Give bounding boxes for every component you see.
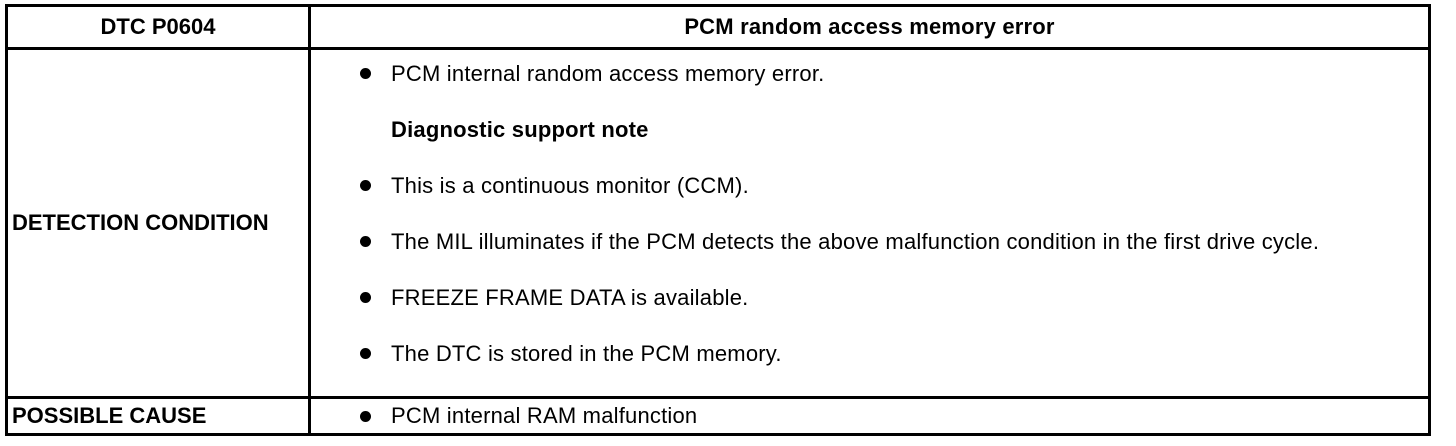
possible-cause-label: POSSIBLE CAUSE [12,403,207,428]
bullet-icon [360,60,391,79]
list-item: This is a continuous monitor (CCM). [360,172,1402,200]
list-item-text: PCM internal random access memory error. [391,61,825,86]
dtc-code: DTC P0604 [100,14,216,39]
bullet-icon [360,228,391,247]
dtc-table: DTC P0604 PCM random access memory error… [5,4,1431,436]
possible-cause-label-cell: POSSIBLE CAUSE [8,399,311,433]
list-item-text: Diagnostic support note [391,117,649,142]
list-item: PCM internal random access memory error. [360,60,1402,88]
bullet-icon [360,410,391,422]
list-item: The DTC is stored in the PCM memory. [360,340,1402,368]
list-item: FREEZE FRAME DATA is available. [360,284,1402,312]
list-item: The MIL illuminates if the PCM detects t… [360,228,1402,256]
list-item-heading: Diagnostic support note [360,116,1402,144]
detection-condition-content-cell: PCM internal random access memory error.… [311,50,1428,399]
list-item-text: FREEZE FRAME DATA is available. [391,285,749,310]
bullet-icon [360,340,391,359]
bullet-icon [360,172,391,191]
list-item: PCM internal RAM malfunction [360,402,697,430]
dtc-title: PCM random access memory error [684,14,1055,39]
dtc-title-cell: PCM random access memory error [311,7,1428,50]
list-item-text: This is a continuous monitor (CCM). [391,173,749,198]
possible-cause-content-cell: PCM internal RAM malfunction [311,399,1428,433]
dtc-code-cell: DTC P0604 [8,7,311,50]
detection-condition-label-cell: DETECTION CONDITION [8,50,311,399]
detection-condition-label: DETECTION CONDITION [12,210,269,235]
bullet-icon [360,284,391,303]
list-item-text: PCM internal RAM malfunction [391,403,698,428]
list-item-text: The DTC is stored in the PCM memory. [391,341,782,366]
list-item-text: The MIL illuminates if the PCM detects t… [391,229,1320,254]
